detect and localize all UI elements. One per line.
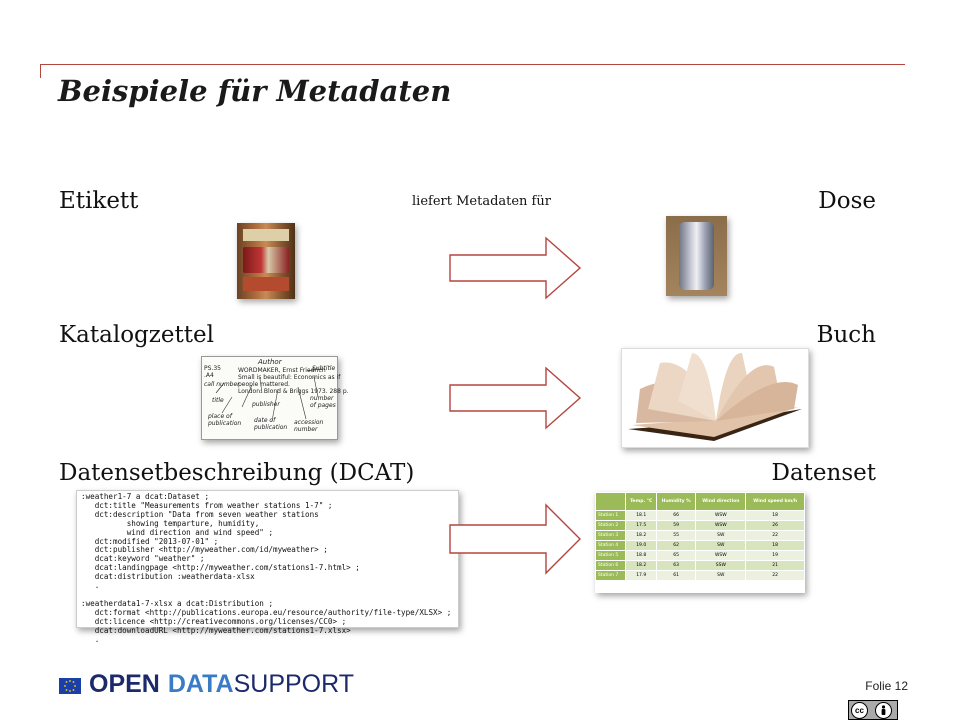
table-header: Wind speed km/h [745, 492, 805, 511]
label-etikett: Etikett [59, 188, 139, 214]
label-dose: Dose [818, 188, 876, 214]
title-rule-tick [40, 64, 41, 78]
card-annotation: Subtitle [312, 365, 336, 372]
dcat-code-text: :weather1-7 a dcat:Dataset ; dct:title "… [81, 492, 452, 644]
by-person-icon [875, 702, 892, 719]
table-header: Wind direction [695, 492, 747, 511]
table-header: Temp. °C [625, 492, 657, 511]
card-annotation: publisher [252, 401, 280, 408]
label-buch: Buch [816, 322, 876, 348]
card-annotation: title [212, 397, 224, 404]
card-annotation: call number [204, 381, 240, 388]
arrow-right-icon [449, 503, 581, 575]
card-annotation: number of pages [310, 395, 336, 409]
cc-by-license-icon: cc [848, 700, 898, 720]
dataset-table: Temp. °C Humidity % Wind direction Wind … [594, 492, 805, 581]
tin-can-image [666, 216, 727, 296]
dcat-code-image: :weather1-7 a dcat:Dataset ; dct:title "… [76, 490, 459, 643]
logo-data: DATA [167, 670, 234, 698]
catalog-card-image: Author Subtitle PS.35.A4 WORDMAKER, Erns… [201, 356, 349, 440]
title-rule [40, 64, 905, 65]
open-book-image [621, 348, 809, 448]
logo-support: SUPPORT [233, 670, 354, 698]
card-annotation: accession number [294, 419, 324, 433]
logo-open: OPEN [89, 670, 160, 698]
label-datenset: Datenset [771, 460, 876, 486]
card-annotation: date of publication [254, 417, 288, 431]
can-label-image [237, 223, 295, 299]
card-annotation: place of publication [208, 413, 242, 427]
label-datensetbeschreibung: Datensetbeschreibung (DCAT) [59, 460, 415, 486]
table-header [594, 492, 627, 511]
label-katalogzettel: Katalogzettel [59, 322, 214, 348]
eu-flag-icon [59, 678, 81, 694]
label-liefert-metadaten: liefert Metadaten für [412, 194, 551, 209]
table-header: Humidity % [655, 492, 697, 511]
page-number: Folie 12 [865, 679, 908, 693]
dataset-table-image: Temp. °C Humidity % Wind direction Wind … [594, 492, 805, 593]
card-annotation: Author [258, 358, 282, 366]
arrow-right-icon [449, 366, 582, 430]
slide-title: Beispiele für Metadaten [58, 74, 452, 108]
arrow-right-icon [449, 236, 582, 300]
